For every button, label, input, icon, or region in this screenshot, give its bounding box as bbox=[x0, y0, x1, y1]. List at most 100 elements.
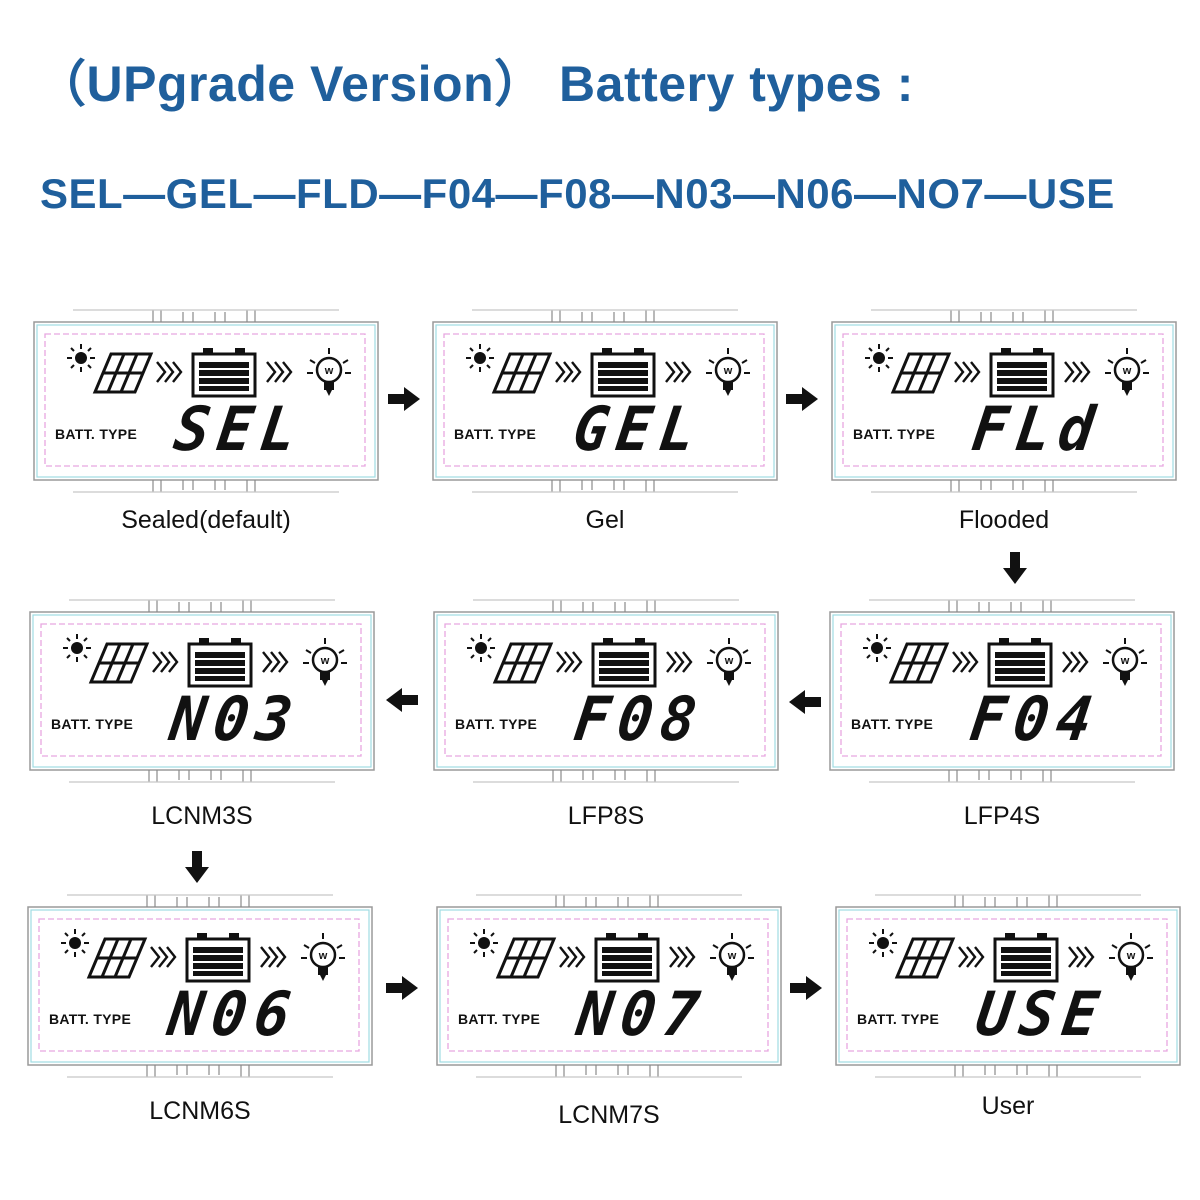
svg-text:w: w bbox=[1126, 950, 1136, 962]
lcd-display-panel-fld: w BATT. TYPE FLd bbox=[831, 308, 1177, 494]
lcd-display-panel-n06: w BATT. TYPE N06 bbox=[27, 893, 373, 1079]
lcd-frame: w bbox=[29, 599, 375, 783]
solar-panel-icon bbox=[491, 352, 553, 394]
lcd-frame: w bbox=[831, 309, 1177, 493]
sun-icon bbox=[467, 634, 495, 662]
battery-type-caption: User bbox=[981, 1092, 1035, 1120]
batt-type-label: BATT. TYPE bbox=[454, 426, 537, 442]
chevrons-right-icon bbox=[669, 946, 696, 968]
battery-type-code: SEL bbox=[169, 393, 309, 465]
solar-panel-icon bbox=[495, 937, 557, 979]
svg-text:w: w bbox=[724, 655, 734, 667]
light-bulb-icon: w bbox=[303, 638, 347, 686]
battery-type-code: USE bbox=[971, 978, 1111, 1050]
sun-icon bbox=[61, 929, 89, 957]
solar-panel-icon bbox=[492, 642, 554, 684]
solar-panel-icon bbox=[894, 937, 956, 979]
sun-icon bbox=[63, 634, 91, 662]
chevrons-right-icon bbox=[1068, 946, 1095, 968]
chevrons-right-icon bbox=[555, 361, 582, 383]
battery-icon bbox=[987, 638, 1053, 688]
batt-type-label: BATT. TYPE bbox=[857, 1011, 940, 1027]
batt-type-label: BATT. TYPE bbox=[455, 716, 538, 732]
chevrons-right-icon bbox=[262, 651, 289, 673]
solar-panel-icon bbox=[890, 352, 952, 394]
batt-type-label: BATT. TYPE bbox=[458, 1011, 541, 1027]
solar-panel-icon bbox=[888, 642, 950, 684]
sun-icon bbox=[67, 344, 95, 372]
chevrons-right-icon bbox=[266, 361, 293, 383]
lcd-frame: w bbox=[27, 894, 373, 1078]
arrow-right-icon bbox=[790, 976, 822, 1000]
svg-text:w: w bbox=[723, 365, 733, 377]
chevrons-right-icon bbox=[260, 946, 287, 968]
battery-icon bbox=[989, 348, 1055, 398]
sun-icon bbox=[466, 344, 494, 372]
battery-icon bbox=[187, 638, 253, 688]
sun-icon bbox=[869, 929, 897, 957]
svg-text:w: w bbox=[324, 365, 334, 377]
light-bulb-icon: w bbox=[1103, 638, 1147, 686]
chevrons-right-icon bbox=[152, 651, 179, 673]
battery-icon bbox=[191, 348, 257, 398]
lcd-frame: w bbox=[432, 309, 778, 493]
arrow-right-icon bbox=[786, 387, 818, 411]
light-bulb-icon: w bbox=[301, 933, 345, 981]
light-bulb-icon: w bbox=[707, 638, 751, 686]
chevrons-right-icon bbox=[952, 651, 979, 673]
chevrons-right-icon bbox=[666, 651, 693, 673]
arrow-right-icon bbox=[386, 976, 418, 1000]
chevrons-right-icon bbox=[556, 651, 583, 673]
lcd-frame: w bbox=[433, 599, 779, 783]
battery-type-code: GEL bbox=[568, 393, 708, 465]
batt-type-label: BATT. TYPE bbox=[851, 716, 934, 732]
lcd-frame: w bbox=[33, 309, 379, 493]
battery-icon bbox=[591, 638, 657, 688]
battery-type-caption: LCNM7S bbox=[558, 1101, 660, 1129]
lcd-display-panel-n07: w BATT. TYPE N07 bbox=[436, 893, 782, 1079]
solar-panel-icon bbox=[86, 937, 148, 979]
battery-type-code: N06 bbox=[163, 978, 303, 1050]
battery-type-caption: LFP8S bbox=[567, 802, 645, 830]
batt-type-label: BATT. TYPE bbox=[51, 716, 134, 732]
svg-text:w: w bbox=[320, 655, 330, 667]
arrow-left-icon bbox=[789, 690, 821, 714]
battery-type-caption: LCNM3S bbox=[151, 802, 253, 830]
chevrons-right-icon bbox=[958, 946, 985, 968]
arrow-right-icon bbox=[388, 387, 420, 411]
battery-type-code: F04 bbox=[965, 683, 1105, 755]
battery-icon bbox=[993, 933, 1059, 983]
lcd-display-panel-n03: w BATT. TYPE N03 bbox=[29, 598, 375, 784]
battery-type-caption: LCNM6S bbox=[149, 1097, 251, 1125]
batt-type-label: BATT. TYPE bbox=[55, 426, 138, 442]
light-bulb-icon: w bbox=[710, 933, 754, 981]
chevrons-right-icon bbox=[150, 946, 177, 968]
chevrons-right-icon bbox=[1062, 651, 1089, 673]
battery-type-code: FLd bbox=[967, 393, 1107, 465]
battery-icon bbox=[590, 348, 656, 398]
chevrons-right-icon bbox=[665, 361, 692, 383]
lcd-display-panel-f04: w BATT. TYPE F04 bbox=[829, 598, 1175, 784]
arrow-left-icon bbox=[386, 688, 418, 712]
lcd-frame: w bbox=[436, 894, 782, 1078]
chevrons-right-icon bbox=[559, 946, 586, 968]
batt-type-label: BATT. TYPE bbox=[853, 426, 936, 442]
solar-panel-icon bbox=[92, 352, 154, 394]
chevrons-right-icon bbox=[954, 361, 981, 383]
sun-icon bbox=[865, 344, 893, 372]
lcd-frame: w bbox=[835, 894, 1181, 1078]
page-title: （UPgrade Version） Battery types : bbox=[36, 56, 914, 112]
lcd-frame: w bbox=[829, 599, 1175, 783]
svg-text:w: w bbox=[318, 950, 328, 962]
battery-type-code: N03 bbox=[165, 683, 305, 755]
light-bulb-icon: w bbox=[1105, 348, 1149, 396]
battery-type-code: N07 bbox=[572, 978, 712, 1050]
lcd-display-panel-sel: w BATT. TYPE SEL bbox=[33, 308, 379, 494]
arrow-down-icon bbox=[185, 851, 209, 883]
lcd-display-panel-f08: w BATT. TYPE F08 bbox=[433, 598, 779, 784]
sun-icon bbox=[863, 634, 891, 662]
battery-type-sequence: SEL—GEL—FLD—F04—F08—N03—N06—NO7—USE bbox=[40, 170, 1115, 217]
svg-text:w: w bbox=[1122, 365, 1132, 377]
battery-type-caption: Flooded bbox=[958, 506, 1050, 534]
lcd-display-panel-gel: w BATT. TYPE GEL bbox=[432, 308, 778, 494]
